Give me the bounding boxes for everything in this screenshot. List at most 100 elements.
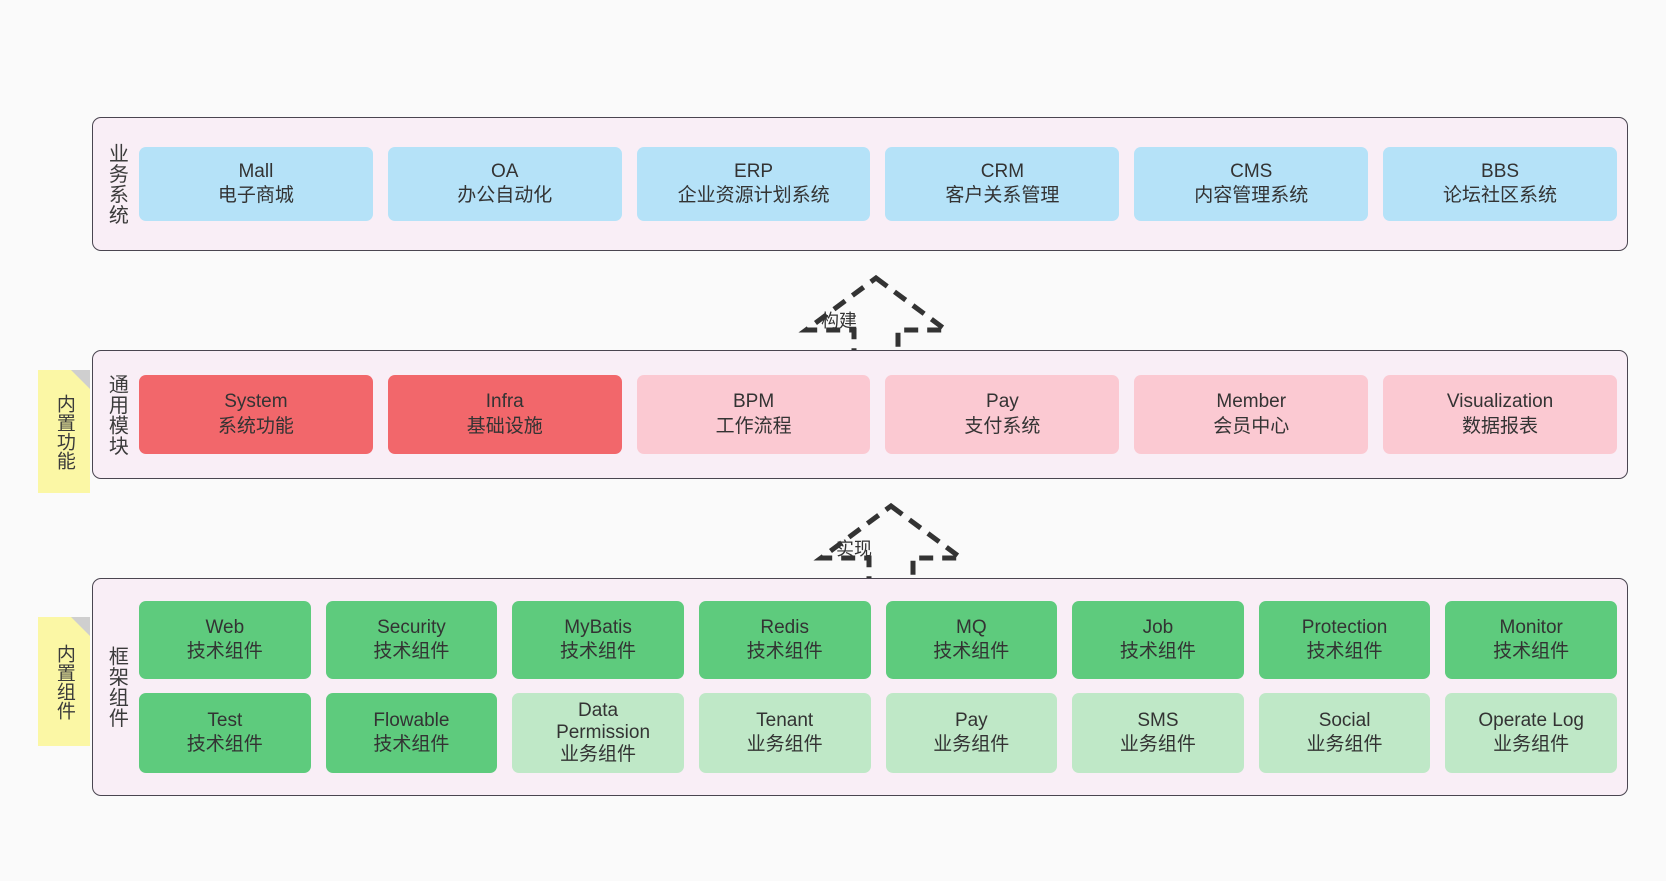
layer-body-common-modules: System 系统功能 Infra 基础设施 BPM 工作流程 Pay 支付系统… (139, 351, 1627, 478)
card-title-en: Monitor (1499, 616, 1563, 638)
card-infra[interactable]: Infra 基础设施 (387, 375, 622, 454)
layer-business-systems: 业务系统 Mall 电子商城 OA 办公自动化 ERP 企业资源计划系统 CRM… (92, 117, 1628, 251)
card-data-permission[interactable]: Data Permission 业务组件 (512, 693, 684, 773)
card-title-en: Social (1318, 709, 1371, 731)
card-oa[interactable]: OA 办公自动化 (387, 147, 622, 221)
card-web[interactable]: Web 技术组件 (139, 601, 311, 679)
layer-framework-components: 框架组件 Web 技术组件 Security 技术组件 MyBatis 技术组件 (92, 578, 1628, 796)
layer-title-business-systems: 业务系统 (105, 143, 128, 225)
card-title-en: Security (377, 616, 446, 638)
card-title-en: System (224, 391, 288, 413)
layer-body-business-systems: Mall 电子商城 OA 办公自动化 ERP 企业资源计划系统 CRM 客户关系… (139, 118, 1627, 250)
card-title-en: Pay (954, 709, 988, 731)
note-builtin-components: 内置组件 (38, 617, 90, 746)
card-title-en: Test (207, 709, 243, 731)
card-title-cn: 业务组件 (1119, 734, 1196, 755)
card-title-en: Member (1216, 391, 1287, 413)
layer-common-modules: 通用模块 System 系统功能 Infra 基础设施 BPM 工作流程 Pay… (92, 350, 1628, 479)
card-erp[interactable]: ERP 企业资源计划系统 (636, 147, 871, 221)
card-title-en: Flowable (373, 709, 450, 731)
card-title-cn: 工作流程 (715, 415, 792, 437)
card-title-cn: 业务组件 (560, 743, 637, 765)
card-title-en: Redis (760, 616, 809, 638)
card-title-en: CMS (1230, 160, 1273, 182)
card-member[interactable]: Member 会员中心 (1134, 375, 1369, 454)
card-pay[interactable]: Pay 支付系统 (885, 375, 1120, 454)
card-title-en: Data Permission (556, 700, 651, 744)
card-redis[interactable]: Redis 技术组件 (698, 601, 871, 679)
card-title-cn: 基础设施 (466, 415, 543, 437)
card-title-cn: 电子商城 (217, 185, 294, 206)
card-title-cn: 内容管理系统 (1194, 185, 1309, 206)
card-operate-log[interactable]: Operate Log 业务组件 (1445, 693, 1617, 773)
connector-implement: 实现 (813, 500, 969, 591)
card-title-cn: 技术组件 (560, 641, 637, 662)
card-job[interactable]: Job 技术组件 (1072, 601, 1244, 679)
card-title-cn: 技术组件 (933, 641, 1010, 662)
card-title-en: Infra (485, 391, 524, 413)
card-test[interactable]: Test 技术组件 (139, 693, 311, 773)
card-row: Web 技术组件 Security 技术组件 MyBatis 技术组件 Redi… (139, 601, 1617, 679)
card-mall[interactable]: Mall 电子商城 (139, 147, 373, 221)
card-title-cn: 技术组件 (746, 641, 823, 662)
card-title-cn: 技术组件 (373, 641, 450, 662)
note-fold-corner-icon (71, 617, 90, 636)
card-title-en: Visualization (1446, 391, 1554, 413)
card-visualization[interactable]: Visualization 数据报表 (1383, 375, 1617, 454)
card-title-cn: 支付系统 (964, 415, 1041, 437)
note-label: 内置功能 (53, 393, 75, 470)
card-title-cn: 业务组件 (746, 734, 823, 755)
card-bbs[interactable]: BBS 论坛社区系统 (1383, 147, 1617, 221)
card-title-cn: 技术组件 (186, 734, 263, 755)
card-crm[interactable]: CRM 客户关系管理 (885, 147, 1120, 221)
card-title-en: OA (491, 160, 519, 182)
card-row: System 系统功能 Infra 基础设施 BPM 工作流程 Pay 支付系统… (139, 375, 1617, 454)
connector-label-build: 构建 (821, 311, 857, 331)
card-title-en: MyBatis (564, 616, 632, 638)
note-label: 内置组件 (53, 643, 75, 720)
card-title-cn: 技术组件 (186, 641, 263, 662)
card-bpm[interactable]: BPM 工作流程 (636, 375, 871, 454)
card-security[interactable]: Security 技术组件 (325, 601, 498, 679)
card-title-en: Tenant (756, 709, 814, 731)
card-title-en: Mall (238, 160, 274, 182)
card-title-en: Pay (986, 391, 1019, 413)
card-title-cn: 系统功能 (217, 415, 294, 437)
card-title-en: Operate Log (1478, 709, 1584, 731)
card-sms[interactable]: SMS 业务组件 (1072, 693, 1244, 773)
card-pay-component[interactable]: Pay 业务组件 (885, 693, 1058, 773)
card-title-en: Web (205, 616, 245, 638)
card-system[interactable]: System 系统功能 (139, 375, 373, 454)
card-title-en: BPM (732, 391, 775, 413)
card-mq[interactable]: MQ 技术组件 (885, 601, 1058, 679)
card-title-en: Job (1142, 616, 1174, 638)
card-mybatis[interactable]: MyBatis 技术组件 (512, 601, 684, 679)
card-tenant[interactable]: Tenant 业务组件 (698, 693, 871, 773)
card-title-cn: 论坛社区系统 (1443, 185, 1558, 206)
card-title-cn: 技术组件 (1119, 641, 1196, 662)
card-grid: Web 技术组件 Security 技术组件 MyBatis 技术组件 Redi… (139, 601, 1617, 773)
layer-body-framework-components: Web 技术组件 Security 技术组件 MyBatis 技术组件 Redi… (139, 579, 1627, 795)
note-builtin-features: 内置功能 (38, 370, 90, 493)
card-title-cn: 业务组件 (1493, 734, 1570, 755)
card-title-cn: 会员中心 (1213, 415, 1290, 437)
card-cms[interactable]: CMS 内容管理系统 (1134, 147, 1369, 221)
connector-label-implement: 实现 (836, 539, 872, 559)
card-monitor[interactable]: Monitor 技术组件 (1445, 601, 1617, 679)
card-social[interactable]: Social 业务组件 (1258, 693, 1431, 773)
card-protection[interactable]: Protection 技术组件 (1258, 601, 1431, 679)
card-row: Test 技术组件 Flowable 技术组件 Data Permission … (139, 693, 1617, 773)
card-title-cn: 客户关系管理 (945, 185, 1060, 206)
layer-title-framework-components: 框架组件 (105, 646, 128, 728)
card-title-cn: 数据报表 (1462, 415, 1539, 437)
layer-title-common-modules: 通用模块 (105, 373, 128, 456)
card-title-en: BBS (1481, 160, 1520, 182)
card-flowable[interactable]: Flowable 技术组件 (325, 693, 498, 773)
card-title-cn: 技术组件 (373, 734, 450, 755)
card-title-cn: 技术组件 (1493, 641, 1570, 662)
card-title-cn: 业务组件 (1306, 734, 1383, 755)
card-title-en: SMS (1137, 709, 1179, 731)
card-title-cn: 业务组件 (933, 734, 1010, 755)
note-fold-corner-icon (71, 370, 90, 389)
card-title-cn: 技术组件 (1306, 641, 1383, 662)
